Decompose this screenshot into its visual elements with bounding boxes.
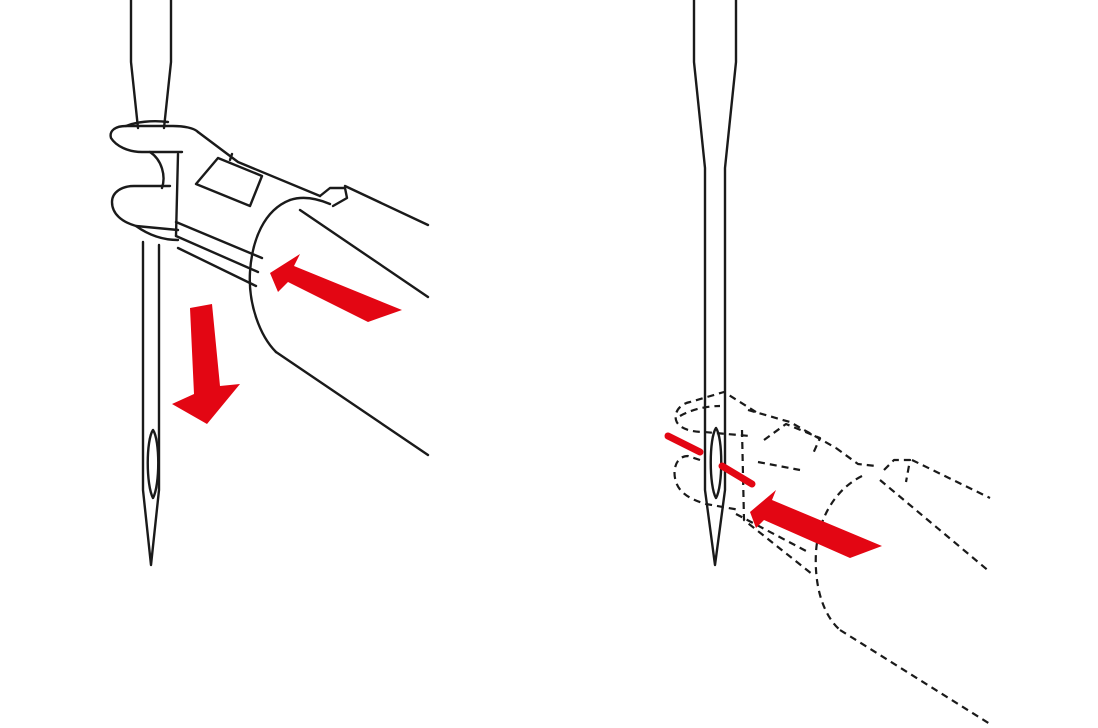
threader-hook-left-icon — [109, 120, 430, 457]
panel-right — [664, 0, 991, 725]
arrow-push-in-right-icon — [750, 490, 882, 558]
threader-hook-right-icon — [673, 390, 991, 725]
needle-left-icon — [129, 0, 173, 567]
panel-left — [109, 0, 430, 567]
thread-icon — [664, 432, 756, 488]
arrow-push-in-icon — [270, 254, 402, 322]
needle-right-icon — [692, 0, 738, 567]
arrow-down-icon — [172, 304, 240, 424]
